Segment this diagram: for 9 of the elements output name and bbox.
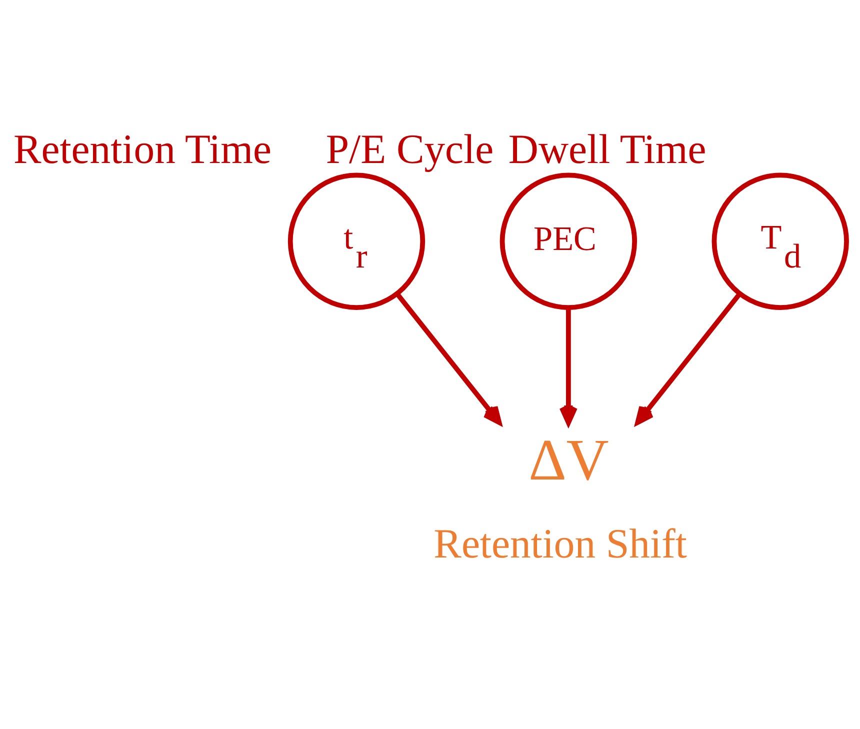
node-label: P/E Cycle xyxy=(326,127,494,174)
arrow xyxy=(635,292,742,425)
arrow xyxy=(395,292,502,425)
arrow xyxy=(559,308,578,426)
node-label: Retention Time xyxy=(13,127,272,174)
node-text: ΔV xyxy=(528,428,609,493)
node-label: Dwell Time xyxy=(508,127,706,174)
node-circle: PEC xyxy=(500,172,638,310)
node-label: Retention Shift xyxy=(434,522,687,568)
